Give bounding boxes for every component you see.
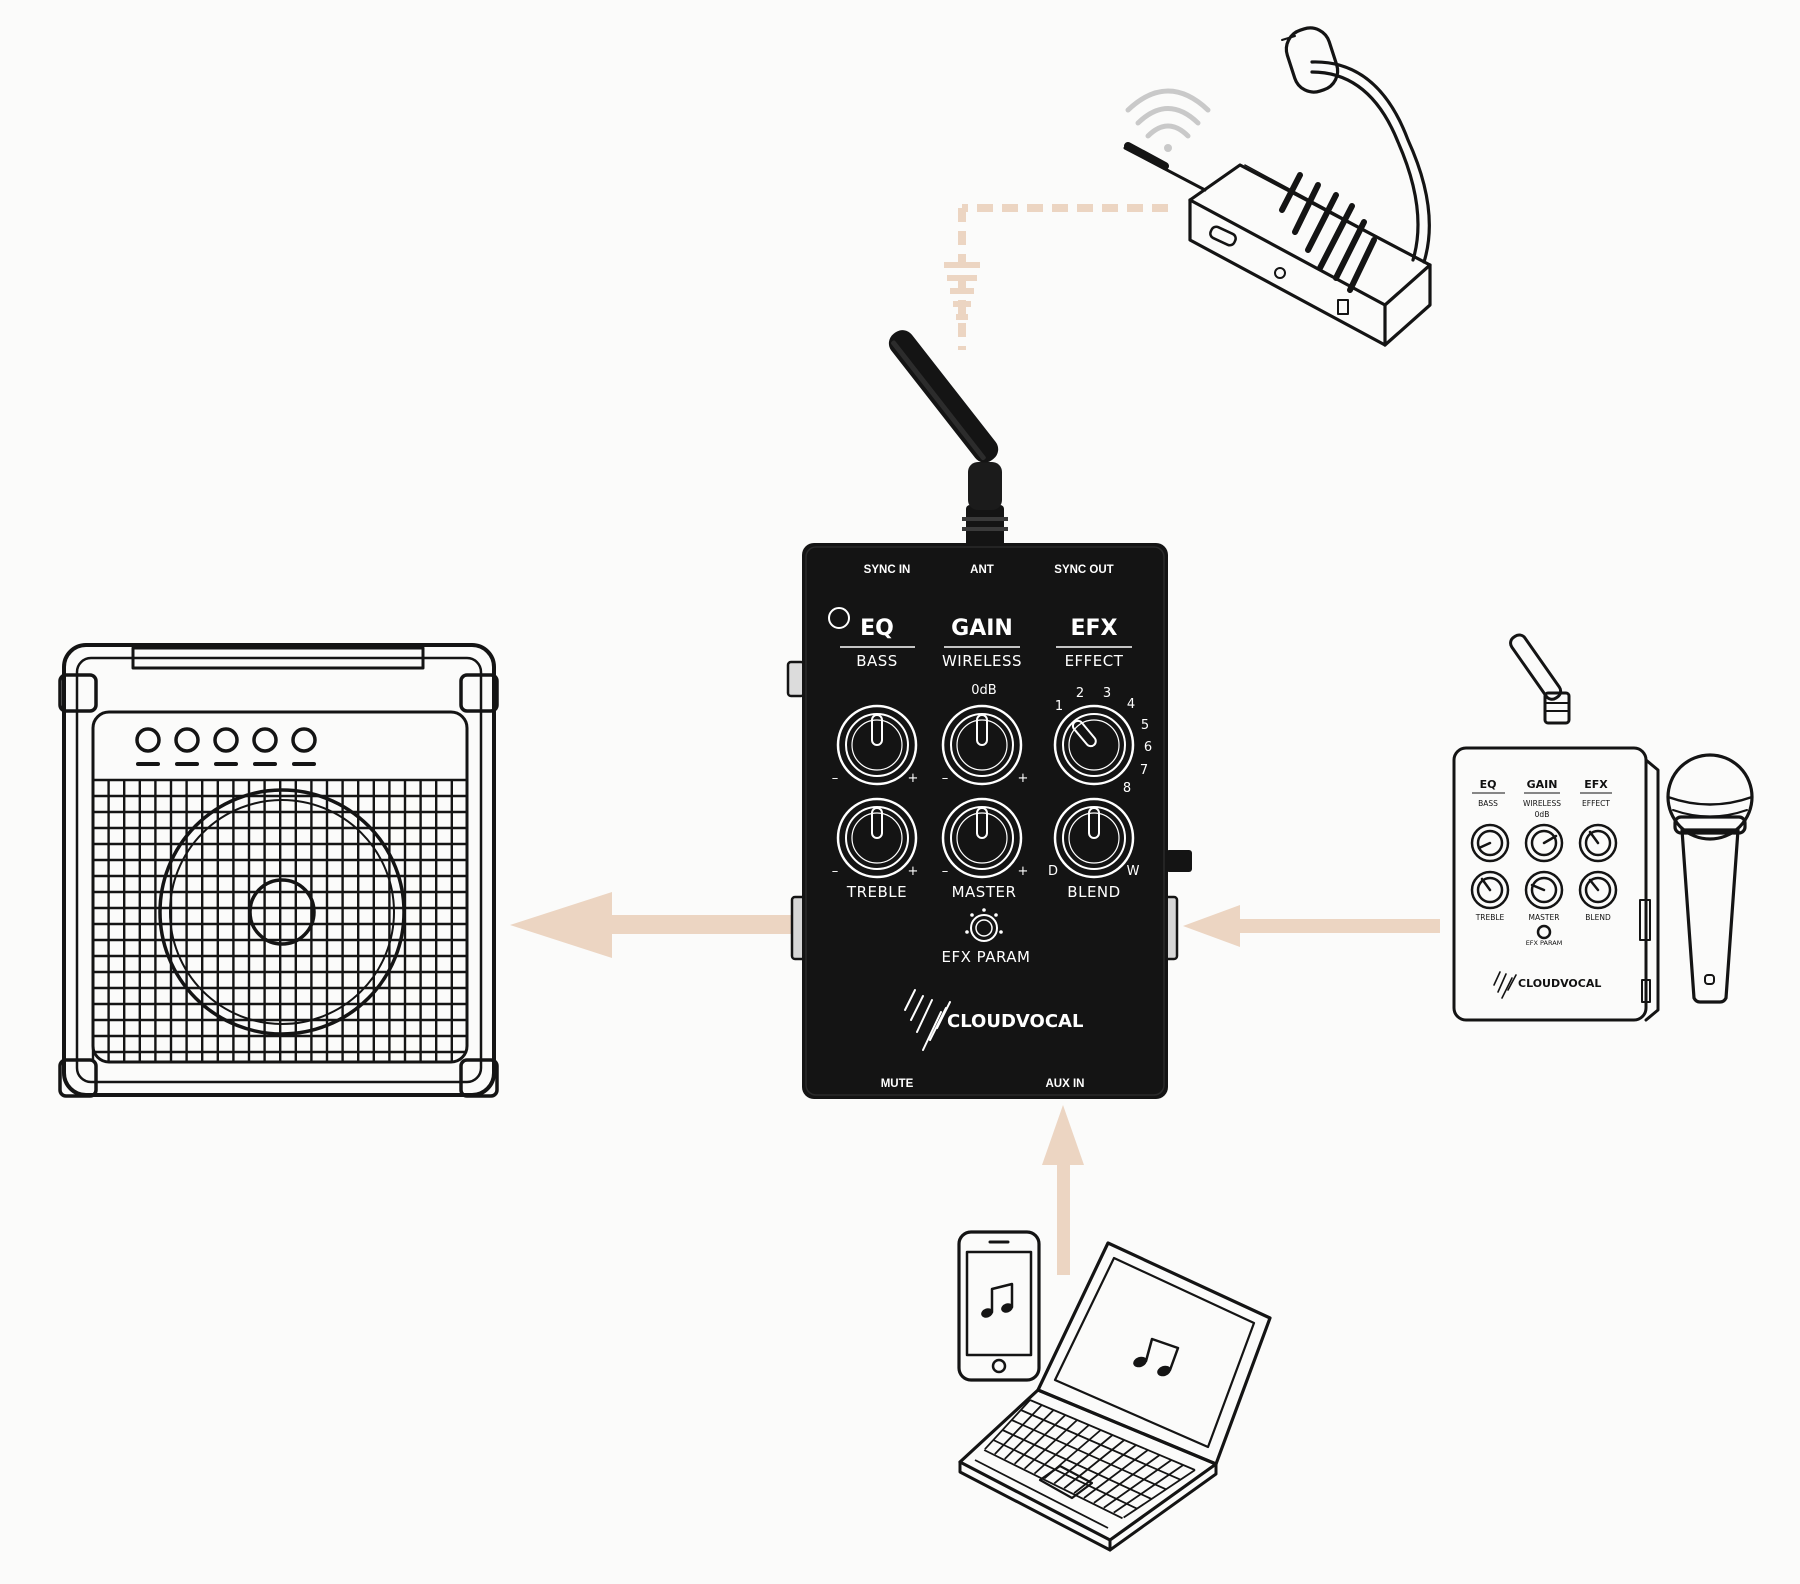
bodypack-transmitter-with-gooseneck-mic-icon [1123,26,1432,347]
status-led [828,607,850,629]
gain-heading: GAIN [951,616,1013,641]
svg-text:1: 1 [1055,699,1063,714]
laptop-music-icon [958,1241,1272,1552]
output-arrow-to-amp [510,892,795,958]
effect-selector-numbers: 1 2 3 4 5 6 7 8 [1055,686,1152,796]
odb-label: 0dB [971,683,996,698]
sync-out-label: SYNC OUT [1054,564,1113,576]
cloudvocal-logo-mark [904,989,951,1051]
svg-text:7: 7 [1140,763,1148,778]
efx-param-knob[interactable] [965,908,1003,942]
mini-brand-name: CLOUDVOCAL [1518,977,1601,990]
svg-text:–: – [942,771,949,786]
svg-text:+: + [1018,864,1029,879]
svg-text:EFX: EFX [1584,778,1608,791]
efx-heading: EFX [1070,616,1117,641]
wireless-gain-knob[interactable] [941,704,1023,786]
svg-text:+: + [1018,771,1029,786]
mini-cloudvocal-receiver-icon: EQ GAIN EFX BASS WIRELESS EFFECT 0dB TRE… [1452,633,1660,1022]
svg-text:WIRELESS: WIRELESS [1523,799,1561,808]
handheld-microphone-icon [1666,753,1754,1004]
master-knob[interactable] [941,797,1023,879]
svg-text:GAIN: GAIN [1527,778,1558,791]
guitar-amplifier-icon [58,643,499,1098]
mute-label: MUTE [881,1078,914,1090]
smartphone-music-icon [957,1230,1041,1382]
bass-knob[interactable] [836,704,918,786]
sync-in-label: SYNC IN [864,564,911,576]
svg-text:TREBLE: TREBLE [1475,913,1505,922]
svg-text:BASS: BASS [1478,799,1498,808]
efx-param-label: EFX PARAM [941,948,1030,966]
input-arrow-from-receiver [1183,905,1440,947]
mini-receiver-labels: EQ GAIN EFX BASS WIRELESS EFFECT 0dB TRE… [1472,778,1612,947]
master-label: MASTER [952,883,1017,901]
cloudvocal-receiver-device: SYNC IN ANT SYNC OUT EQ GAIN EFX BASS WI… [786,330,1192,1099]
laptop-music-note-icon [1133,1337,1180,1377]
svg-text:–: – [832,864,839,879]
svg-text:2: 2 [1076,686,1084,701]
svg-text:BLEND: BLEND [1585,913,1611,922]
amp-speaker-grille [91,778,467,1062]
ant-label: ANT [970,564,994,576]
svg-text:W: W [1127,864,1140,879]
eq-heading: EQ [860,616,894,641]
laptop-keyboard [974,1399,1196,1529]
svg-text:MASTER: MASTER [1529,913,1560,922]
blend-knob[interactable] [1053,797,1135,879]
svg-text:EQ: EQ [1480,778,1497,791]
amp-control-knobs [135,727,317,766]
svg-text:8: 8 [1123,781,1131,796]
effect-select-knob[interactable] [1053,704,1135,786]
svg-text:4: 4 [1127,697,1135,712]
svg-text:+: + [908,771,919,786]
svg-text:6: 6 [1144,740,1152,755]
wireless-label: WIRELESS [942,652,1022,670]
svg-text:–: – [942,864,949,879]
bass-label: BASS [856,652,898,670]
aux-in-label: AUX IN [1046,1078,1085,1090]
music-note-icon [981,1282,1014,1318]
knob-range-signs: – + – + – + – + D W [832,771,1140,879]
svg-text:EFFECT: EFFECT [1582,799,1610,808]
antenna [888,330,1008,547]
wifi-signal-icon [1125,88,1211,152]
wireless-dashed-arrow [944,204,1168,350]
treble-knob[interactable] [836,797,918,879]
svg-text:0dB: 0dB [1535,810,1550,819]
svg-text:5: 5 [1141,718,1149,733]
svg-text:D: D [1048,864,1058,879]
svg-text:EFX PARAM: EFX PARAM [1526,939,1563,947]
signal-arrows [510,204,1440,1275]
aux-arrow-from-devices [1042,1105,1084,1275]
svg-text:3: 3 [1103,686,1111,701]
blend-label: BLEND [1067,883,1120,901]
svg-text:–: – [832,771,839,786]
svg-text:+: + [908,864,919,879]
brand-name: CLOUDVOCAL [947,1011,1083,1032]
effect-label: EFFECT [1065,652,1124,670]
treble-label: TREBLE [846,883,907,901]
